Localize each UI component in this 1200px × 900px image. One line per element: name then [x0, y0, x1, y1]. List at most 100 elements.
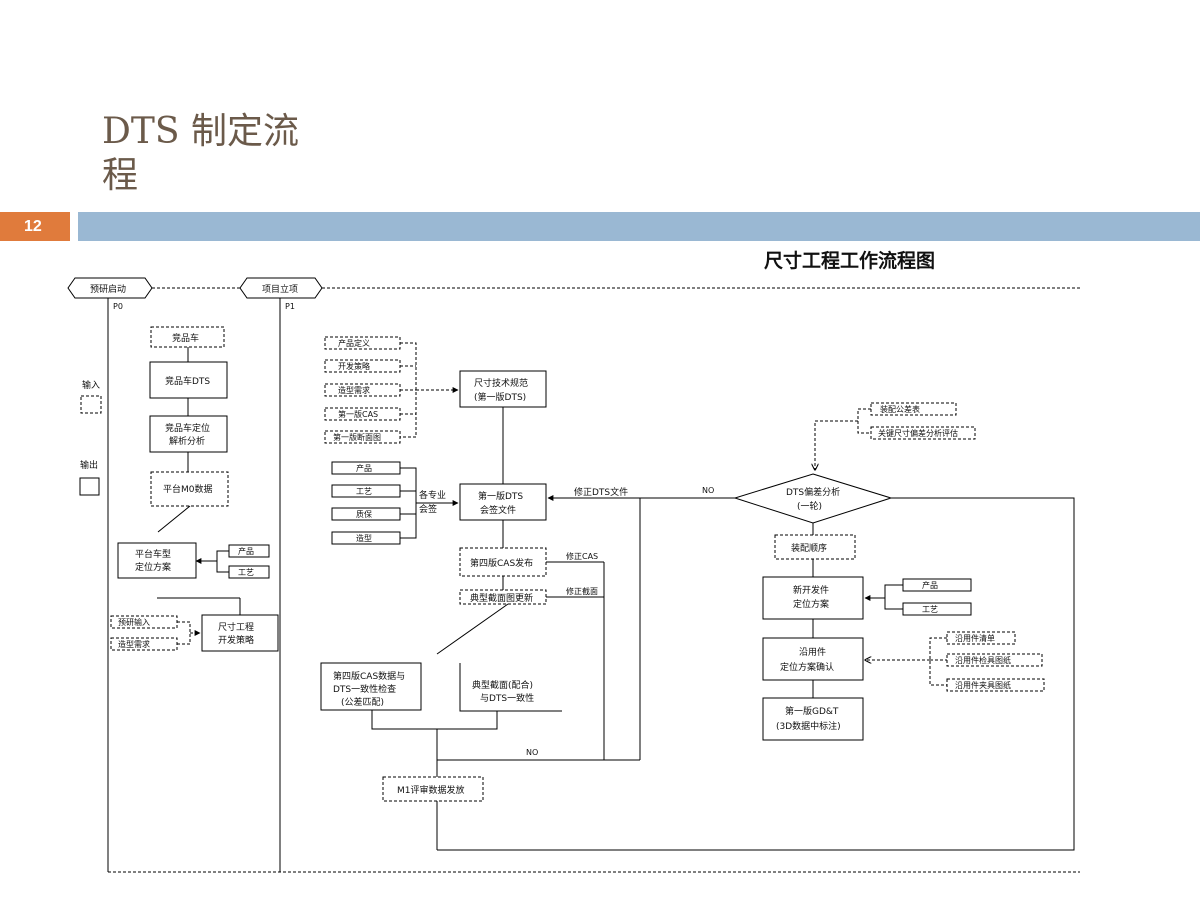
new-part-box [762, 576, 864, 620]
carry-list-box [946, 631, 1016, 645]
carry-box [762, 637, 864, 681]
slide-title-line1: DTS 制定流 [102, 111, 299, 152]
edge-inputs-newpart [865, 584, 903, 610]
comp-car-label: 竞品车 [172, 332, 199, 344]
carry-drawing-label: 沿用件检具图纸 [955, 655, 1011, 665]
edge-preset-strategy [177, 621, 200, 645]
spec-box [459, 370, 547, 408]
dts1-label-1: 第一版DTS [478, 490, 523, 502]
mid-quality-label: 质保 [356, 509, 372, 519]
legend-output-label: 输出 [80, 459, 98, 471]
sign-label-1: 各专业 [419, 489, 446, 501]
check-label-1: 第四版CAS数据与 [333, 670, 405, 682]
strategy-label-1: 尺寸工程 [218, 621, 254, 633]
left-styling-req-label: 造型需求 [118, 639, 150, 649]
assembly-order-box [774, 534, 856, 560]
check-box [320, 662, 422, 711]
diagram-heading: 尺寸工程工作流程图 [764, 249, 935, 272]
carry-tool-label: 沿用件夹具图纸 [955, 680, 1011, 690]
legend-output-box [79, 477, 100, 496]
assembly-order-label: 装配顺序 [791, 542, 827, 554]
m1-release-box [382, 776, 484, 802]
legend-input-label: 输入 [82, 379, 100, 391]
mid-no-label: NO [526, 748, 538, 757]
assembly-plan-label: 装配公差表 [880, 404, 920, 414]
carry-list-label: 沿用件清单 [955, 633, 995, 643]
milestone-p0-shape [67, 277, 153, 299]
milestone-p0-label: 预研启动 [90, 283, 126, 295]
strategy-label-2: 开发策略 [218, 634, 254, 646]
edge-checks-merge [371, 710, 498, 730]
edge-inputs-plan [196, 550, 229, 573]
edge-loop-right [437, 497, 1075, 851]
platform-m0-box [150, 471, 229, 507]
edge-update-checks [436, 603, 509, 655]
carry-label-1: 沿用件 [799, 646, 826, 658]
p0-code: P0 [113, 302, 123, 311]
mid-section1-label: 第一版断面图 [333, 432, 381, 442]
edge-m0-plan [157, 505, 191, 533]
dts1-label-2: 会签文件 [480, 504, 516, 516]
mid-styling2-label: 造型 [356, 533, 372, 543]
gdt-label-2: (3D数据中标注) [776, 720, 841, 732]
check-label-2: DTS一致性检查 [333, 683, 396, 695]
slide-title: DTS 制定流 程 [102, 110, 299, 198]
strategy-box [201, 614, 279, 652]
mid-product-label: 产品 [356, 463, 372, 473]
new-part-label-2: 定位方案 [793, 598, 829, 610]
spec-label-1: 尺寸技术规范 [474, 377, 528, 389]
typical-label-2: 与DTS一致性 [480, 692, 534, 704]
edge-carry-inputs [865, 637, 947, 686]
legend-input-box [80, 395, 102, 414]
left-process-label: 工艺 [238, 568, 254, 577]
cas4-label: 第四版CAS发布 [470, 557, 533, 569]
platform-plan-label-2: 定位方案 [135, 561, 171, 573]
slide-title-line2: 程 [102, 155, 139, 196]
preset-input-label: 预研输入 [118, 617, 150, 627]
typical-box [459, 663, 562, 712]
section-update-label: 典型截面图更新 [470, 592, 533, 604]
left-product-label: 产品 [238, 546, 254, 556]
comp-dts-label: 竞品车DTS [165, 375, 210, 387]
comp-analysis-label-2: 解析分析 [169, 435, 205, 447]
edge-eval-diamond [815, 408, 871, 470]
right-no-label: NO [702, 486, 714, 495]
comp-dts-box [149, 361, 228, 399]
mid-process-label: 工艺 [356, 487, 372, 496]
spec-label-2: (第一版DTS) [474, 391, 526, 403]
deviation-diamond [733, 473, 893, 524]
header-rule [78, 212, 1200, 241]
mid-strategy-label: 开发策略 [338, 361, 370, 371]
new-part-label-1: 新开发件 [793, 584, 829, 596]
key-eval-label: 关键尺寸偏差分析评估 [878, 428, 958, 438]
right-product-label: 产品 [922, 580, 938, 590]
mid-def-label: 产品定义 [338, 338, 370, 348]
mid-styling-label: 造型需求 [338, 385, 370, 395]
carry-label-2: 定位方案确认 [780, 661, 834, 673]
comp-car-box [150, 326, 225, 348]
fix-dts-label: 修正DTS文件 [574, 486, 628, 498]
right-process-label: 工艺 [922, 605, 938, 614]
platform-plan-box [117, 542, 197, 579]
page-number: 12 [0, 212, 70, 241]
edge-inputs-spec [400, 342, 458, 438]
gdt-label-1: 第一版GD&T [785, 705, 839, 717]
diamond-label-1: DTS偏差分析 [786, 486, 840, 498]
fix-section-label: 修正截面 [566, 586, 598, 596]
mid-cas1-label: 第一版CAS [338, 409, 378, 419]
m1-release-label: M1评审数据发放 [397, 784, 465, 796]
milestone-p1-label: 项目立项 [262, 283, 298, 295]
key-eval-box [870, 426, 976, 440]
p1-code: P1 [285, 302, 295, 311]
check-label-3: (公差匹配) [341, 696, 384, 708]
sign-label-2: 会签 [419, 503, 437, 515]
edge-reviews-dts1 [400, 467, 458, 539]
typical-label-1: 典型截面(配合) [472, 679, 533, 691]
dts1-box [459, 483, 547, 521]
gdt-box [762, 697, 864, 741]
comp-analysis-box [149, 415, 228, 453]
fix-cas-label: 修正CAS [566, 551, 598, 561]
platform-plan-label-1: 平台车型 [135, 548, 171, 560]
platform-m0-label: 平台M0数据 [163, 483, 213, 495]
